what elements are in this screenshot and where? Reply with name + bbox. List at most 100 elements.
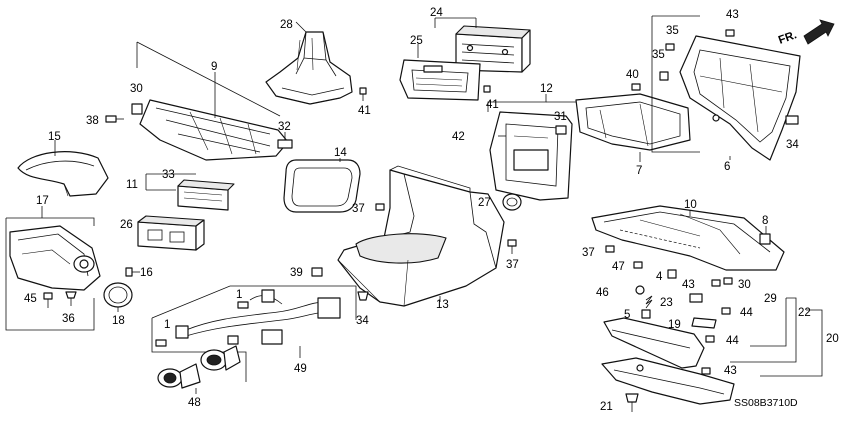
callout-38: 38 — [86, 115, 99, 127]
part-18-ring — [103, 282, 133, 308]
callout-6: 6 — [724, 161, 730, 173]
front-direction-arrow — [803, 19, 835, 45]
part-38-bolt — [105, 115, 124, 123]
callout-43-mid: 43 — [682, 279, 695, 291]
part-26-switch-panel — [137, 215, 205, 251]
part-7-bracket — [575, 93, 691, 151]
callout-32: 32 — [278, 121, 291, 133]
part-35-clip-b — [659, 71, 669, 81]
callout-12: 12 — [540, 83, 553, 95]
callout-5: 5 — [624, 309, 630, 321]
part-12-inner-panel — [489, 111, 573, 201]
callout-16: 16 — [140, 267, 153, 279]
callout-19: 19 — [668, 319, 681, 331]
part-40-bolt — [631, 83, 641, 91]
callout-9: 9 — [211, 61, 217, 73]
part-45-bolt — [43, 292, 53, 308]
part-44-screw-b — [705, 335, 715, 343]
callout-43-low: 43 — [724, 365, 737, 377]
part-37-screw-c — [605, 245, 615, 253]
callout-1-a: 1 — [236, 289, 242, 301]
callout-41-upper: 41 — [358, 105, 371, 117]
callout-37-a: 37 — [352, 203, 365, 215]
callout-17: 17 — [36, 195, 49, 207]
part-43-screw-mid — [711, 279, 721, 287]
part-34-clip-right — [785, 115, 799, 125]
part-8-clip — [759, 233, 771, 245]
callout-25: 25 — [410, 35, 423, 47]
part-1-fuse-a — [237, 301, 249, 309]
callout-42: 42 — [452, 131, 465, 143]
part-37-screw-a — [375, 203, 385, 211]
callout-46: 46 — [596, 287, 609, 299]
callout-35-b: 35 — [652, 49, 665, 61]
part-19-plate — [691, 317, 717, 329]
part-24-audio-unit — [455, 25, 531, 73]
part-30-clip-left — [131, 103, 143, 115]
part-11-vent-module — [177, 179, 235, 211]
callout-41-mid: 41 — [486, 99, 499, 111]
part-20-lid-base — [601, 357, 735, 405]
part-48-accessory-socket — [157, 345, 241, 389]
part-47-clip — [633, 261, 643, 269]
callout-40: 40 — [626, 69, 639, 81]
part-1-fuse-b — [155, 339, 167, 347]
part-34-clip-lower — [357, 291, 369, 301]
callout-11: 11 — [126, 179, 138, 191]
callout-7: 7 — [636, 165, 642, 177]
callout-34-lower: 34 — [356, 315, 369, 327]
callout-34-right: 34 — [786, 139, 799, 151]
callout-23: 23 — [660, 297, 673, 309]
part-35-clip-a — [665, 43, 675, 51]
callout-37-c: 37 — [582, 247, 595, 259]
callout-35-a: 35 — [666, 25, 679, 37]
part-21-bolt — [625, 393, 639, 412]
callout-33: 33 — [162, 169, 175, 181]
part-44-screw-a — [721, 307, 731, 315]
part-41-screw-upper — [359, 87, 367, 101]
part-5-pin — [641, 309, 651, 319]
part-25-bezel — [399, 59, 481, 101]
part-23-spring — [645, 295, 653, 309]
callout-44-a: 44 — [740, 307, 753, 319]
part-15-column-cover-upper — [17, 151, 109, 197]
part-41-screw-mid — [483, 85, 491, 93]
callout-49: 49 — [294, 363, 307, 375]
part-6-rear-bracket — [679, 35, 801, 161]
callout-29: 29 — [764, 293, 777, 305]
part-16-clip — [125, 267, 133, 277]
part-46-clip — [635, 285, 645, 295]
part-9-lower-panel — [139, 99, 289, 161]
callout-8: 8 — [762, 215, 768, 227]
callout-14: 14 — [334, 147, 347, 159]
part-13-console-body — [337, 165, 505, 307]
direction-label: FR. — [777, 29, 799, 47]
part-31-clip — [555, 125, 567, 135]
part-28-shift-boot — [265, 31, 353, 105]
callout-28: 28 — [280, 19, 293, 31]
callout-30-right: 30 — [738, 279, 751, 291]
part-36-screw — [65, 291, 77, 306]
callout-15: 15 — [48, 131, 61, 143]
part-32-clip — [277, 139, 293, 149]
callout-26: 26 — [120, 219, 133, 231]
callout-20: 20 — [826, 333, 839, 345]
part-22-armrest-lid — [603, 317, 705, 369]
callout-1-b: 1 — [164, 319, 170, 331]
callout-37-b: 37 — [506, 259, 519, 271]
callout-10: 10 — [684, 199, 697, 211]
callout-22: 22 — [798, 307, 811, 319]
callout-27: 27 — [478, 197, 491, 209]
callout-4: 4 — [656, 271, 663, 283]
callout-47: 47 — [612, 261, 625, 273]
callout-31: 31 — [554, 111, 567, 123]
callout-45: 45 — [24, 293, 37, 305]
callout-21: 21 — [600, 401, 613, 413]
part-49-wire-harness — [175, 289, 341, 345]
part-17-column-cover-lower — [9, 225, 101, 291]
callout-labels: 28 24 25 41 41 9 30 38 32 15 14 33 11 17… — [24, 7, 839, 413]
callout-36: 36 — [62, 313, 75, 325]
callout-24: 24 — [430, 7, 443, 19]
diagram-code: SS08B3710D — [734, 397, 798, 409]
